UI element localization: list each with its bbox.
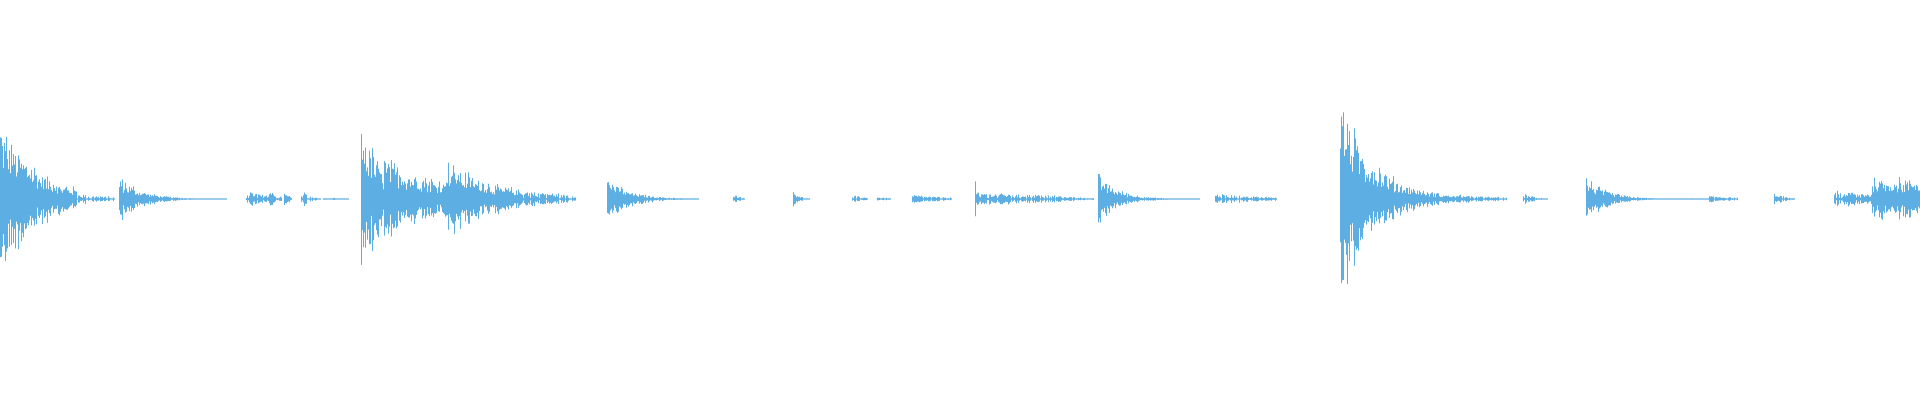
waveform-trace	[0, 112, 1920, 285]
waveform-path	[0, 112, 1920, 285]
